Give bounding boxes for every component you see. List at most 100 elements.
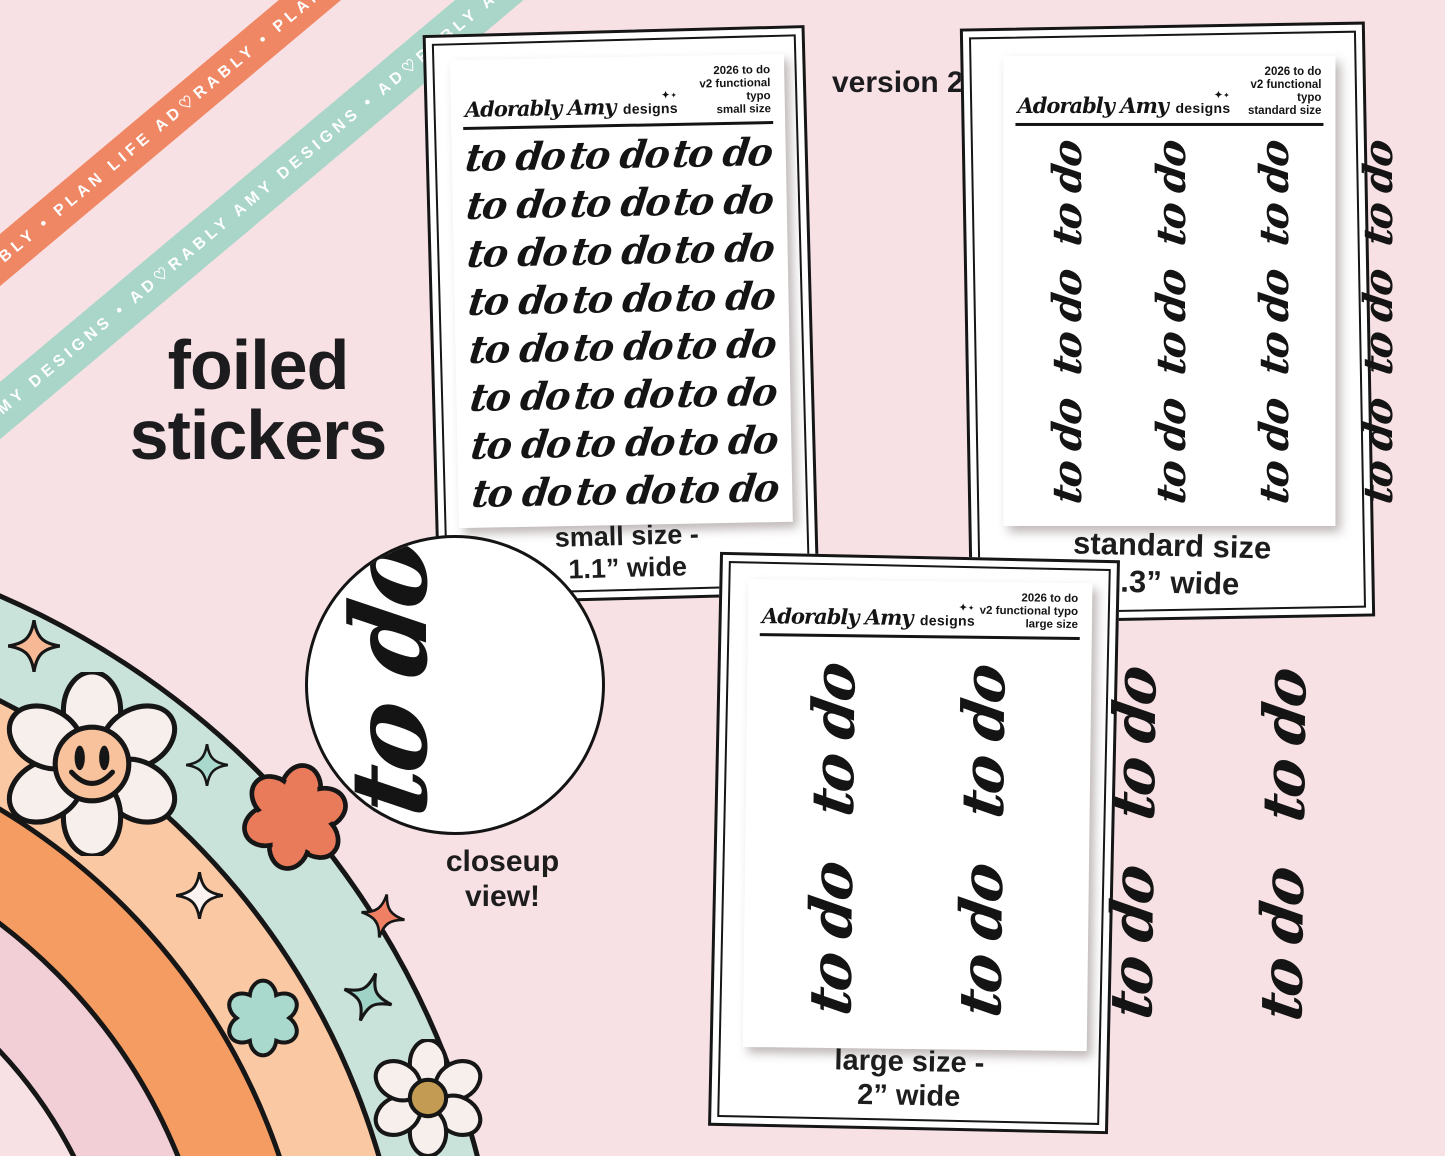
sticker-word: to do <box>1430 129 1445 258</box>
sheet-meta-line: v2 functional typo <box>699 76 771 103</box>
sticker-sheet-small: Adorably Amy designs 2026 to do v2 funct… <box>449 53 793 529</box>
flower-icon <box>229 751 362 884</box>
daisy-icon <box>369 1039 487 1156</box>
sticker-word: to do <box>670 177 775 225</box>
sheet-meta-line: v2 functional typo <box>979 604 1079 618</box>
brand-script-text: Adorably Amy <box>464 93 616 122</box>
sheet-meta-line: small size <box>716 102 772 116</box>
brand-word-text: designs <box>622 90 679 117</box>
sparkle-icon <box>176 872 223 919</box>
sticker-word: to do <box>570 323 675 371</box>
sticker-grid: to do to do to do to do to do to do to do to do… <box>1015 129 1402 516</box>
sticker-word: to do <box>466 277 571 325</box>
sticker-word: to do <box>1043 138 1091 250</box>
sticker-word: to do <box>1251 138 1299 250</box>
sheet-header: Adorably Amy designs 2026 to do v2 funct… <box>759 587 1081 640</box>
brand-word-text: designs <box>1175 89 1231 116</box>
sticker-word: to do <box>572 419 677 467</box>
sticker-word: to do <box>571 371 676 419</box>
sparkle-icon <box>8 620 60 672</box>
sticker-sheet-card-standard: Adorably Amy designs 2026 to do v2 funct… <box>959 21 1402 624</box>
sticker-word: to do <box>468 373 573 421</box>
sheet-meta: 2026 to do v2 functional typo standard s… <box>1230 65 1322 118</box>
brand-word-label: designs <box>622 99 679 117</box>
sticker-word: to do <box>573 467 678 515</box>
sticker-word: to do <box>566 131 671 179</box>
sticker-word: to do <box>673 321 778 369</box>
sticker-word: to do <box>1147 138 1195 250</box>
sticker-word: to do <box>1099 663 1170 825</box>
sticker-sheet-large: Adorably Amy designs 2026 to do v2 funct… <box>742 578 1320 1052</box>
page-title-line1: foiled <box>167 326 350 404</box>
sheet-header: Adorably Amy designs 2026 to do v2 funct… <box>1015 63 1324 126</box>
sheet-meta: 2026 to do v2 functional typo large size <box>979 592 1079 632</box>
sticker-word: to do <box>468 421 573 469</box>
sheet-caption-line: 2” wide <box>856 1078 961 1113</box>
sticker-word: to do <box>569 275 674 323</box>
page-title-line2: stickers <box>129 396 388 474</box>
sheet-header: Adorably Amy designs 2026 to do v2 funct… <box>462 62 774 130</box>
sheet-meta: 2026 to do v2 functional typo small size <box>677 64 771 117</box>
sticker-word: to do <box>469 469 574 517</box>
sticker-word: to do <box>670 129 775 177</box>
brand-logo: Adorably Amy designs <box>1017 89 1231 118</box>
sticker-word: to do <box>1251 396 1299 507</box>
sticker-word: to do <box>676 465 781 513</box>
sticker-word: to do <box>1355 267 1403 378</box>
sticker-word: to do <box>599 535 605 823</box>
brand-script-text: Adorably Amy <box>761 602 913 630</box>
brand-logo: Adorably Amy designs <box>761 602 976 631</box>
sparkle-icon <box>358 891 409 942</box>
closeup-caption-line: view! <box>464 879 541 913</box>
sticker-word: to do <box>1043 396 1091 507</box>
sheet-meta-line: 2026 to do <box>1264 65 1322 78</box>
sticker-word: to do <box>467 325 572 373</box>
closeup-caption-line: closeup <box>445 845 560 878</box>
sticker-word: to do <box>1251 267 1299 378</box>
sticker-word: to do <box>465 229 570 277</box>
page-title: foiled stickers <box>58 330 458 470</box>
sticker-word: to do <box>1355 396 1403 507</box>
sticker-word: to do <box>796 858 867 1020</box>
sheet-meta-line: standard size <box>1247 104 1322 117</box>
sticker-word: to do <box>671 225 776 273</box>
sheet-meta-line: v2 functional typo <box>1250 78 1322 104</box>
sheet-meta-line: 2026 to do <box>1021 592 1079 606</box>
sticker-sheet-standard: Adorably Amy designs 2026 to do v2 funct… <box>1003 55 1402 526</box>
sticker-word: to do <box>1355 138 1403 250</box>
brand-script-text: Adorably Amy <box>1017 92 1168 118</box>
sticker-word: to do <box>1043 267 1091 378</box>
sticker-word: to do <box>1097 861 1167 1023</box>
sticker-sheet-card-large: Adorably Amy designs 2026 to do v2 funct… <box>708 551 1320 1135</box>
sticker-word: to do <box>568 227 673 275</box>
brand-logo: Adorably Amy designs <box>464 90 679 122</box>
flower-icon <box>223 978 303 1058</box>
sheet-meta-line: large size <box>1025 618 1078 631</box>
sticker-word: to do <box>1147 267 1195 378</box>
sticker-word: to do <box>1430 387 1445 516</box>
sticker-word: to do <box>946 860 1017 1021</box>
star-icon <box>336 965 399 1028</box>
sticker-sheet-card-small: Adorably Amy designs 2026 to do v2 funct… <box>422 25 820 605</box>
closeup-caption: closeup view! <box>395 845 610 914</box>
sparkle-icon <box>186 744 228 786</box>
sticker-word: to do <box>1147 396 1195 507</box>
sheet-caption: large size - 2” wide <box>711 1040 1106 1117</box>
sticker-word: to do <box>327 535 452 823</box>
brand-word-label: designs <box>919 611 976 629</box>
sparkle-stars-icon <box>661 90 677 99</box>
sticker-word: to do <box>949 661 1019 823</box>
sticker-word: to do <box>1247 863 1318 1025</box>
brand-word-text: designs <box>919 602 976 629</box>
version-label: version 2 <box>832 66 964 99</box>
sticker-word: to do <box>674 369 779 417</box>
sticker-grid: to do to do to do to do to do to do to do to do <box>755 640 1319 1041</box>
brand-word-label: designs <box>1175 99 1231 116</box>
sticker-word: to do <box>1250 665 1320 826</box>
sticker-word: to do <box>675 417 780 465</box>
sticker-word: to do <box>798 659 869 821</box>
